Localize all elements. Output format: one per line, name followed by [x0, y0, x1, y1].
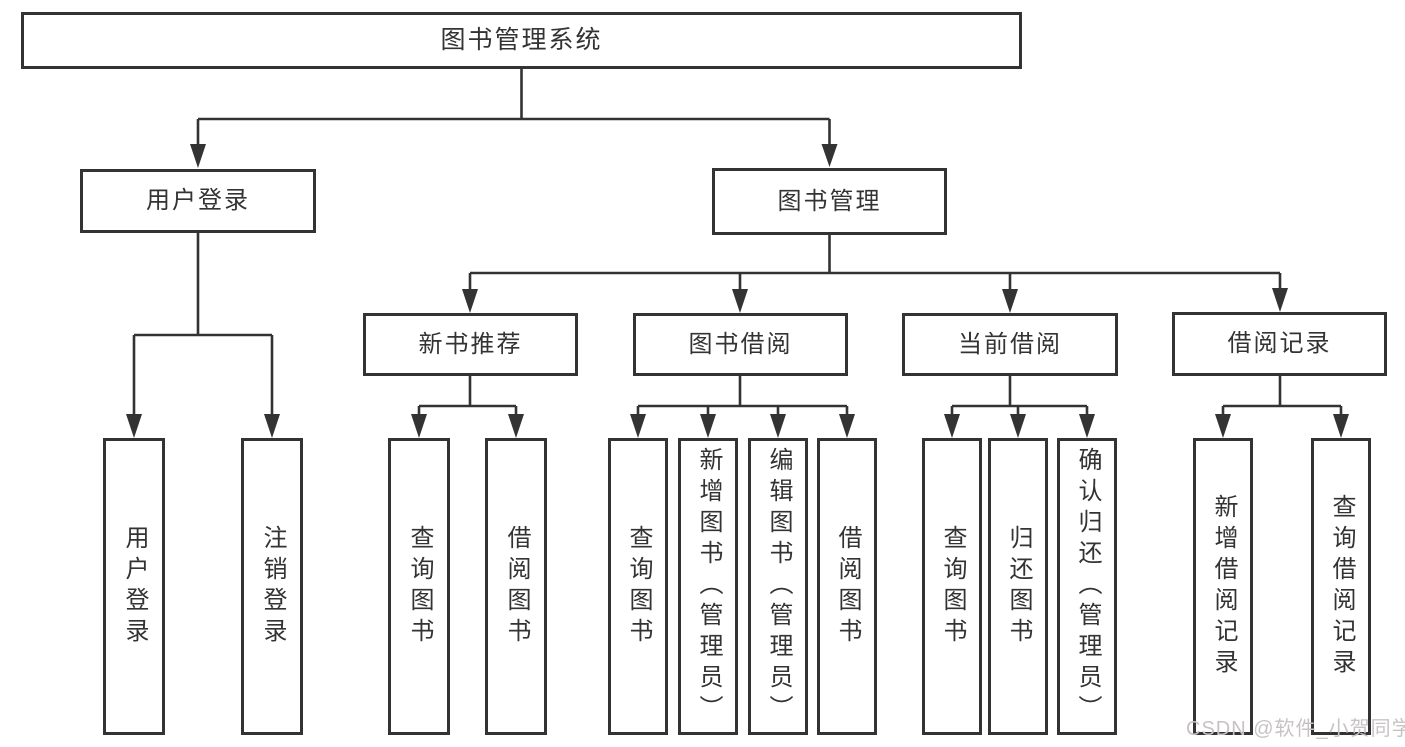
leaf-current-return-book-label: 归还图书: [1005, 524, 1032, 649]
leaf-current-query-book: 查询图书: [922, 438, 982, 735]
arrowhead: [1215, 414, 1231, 438]
node-user-login-label: 用户登录: [146, 187, 250, 214]
node-book-management: 图书管理: [712, 168, 947, 235]
leaf-current-confirm-return: 确认归还（管理员）: [1057, 438, 1117, 735]
csdn-watermark: CSDN @软件_小贺同学: [1186, 718, 1405, 740]
arrowhead: [1079, 414, 1095, 438]
leaf-record-add-label: 新增借阅记录: [1210, 493, 1237, 680]
leaf-user-login-label: 用户登录: [121, 524, 148, 649]
node-current-borrow: 当前借阅: [902, 313, 1118, 376]
leaf-current-return-book: 归还图书: [988, 438, 1048, 735]
leaf-newrec-borrow-book-label: 借阅图书: [503, 524, 530, 649]
node-current-borrow-label: 当前借阅: [958, 330, 1062, 358]
leaf-record-query-label: 查询借阅记录: [1328, 493, 1355, 680]
leaf-record-query: 查询借阅记录: [1311, 438, 1371, 735]
connector-book-borrow: [636, 376, 849, 417]
leaf-borrow-query-book: 查询图书: [608, 438, 668, 735]
node-borrow-records-label: 借阅记录: [1227, 330, 1332, 357]
leaf-current-confirm-return-label: 确认归还（管理员）: [1074, 447, 1101, 726]
node-book-borrow: 图书借阅: [633, 313, 848, 376]
arrowhead: [770, 414, 786, 438]
arrowhead: [190, 144, 206, 168]
arrowhead: [1002, 289, 1018, 313]
leaf-record-add: 新增借阅记录: [1193, 438, 1253, 735]
node-book-borrow-label: 图书借阅: [688, 330, 793, 358]
leaf-borrow-edit-book-label: 编辑图书（管理员）: [765, 447, 792, 726]
leaf-logout-label: 注销登录: [259, 524, 286, 649]
leaf-borrow-edit-book: 编辑图书（管理员）: [748, 438, 808, 735]
connector-new-book-rec: [417, 376, 518, 417]
leaf-user-login: 用户登录: [103, 438, 165, 735]
leaf-borrow-add-book-label: 新增图书（管理员）: [695, 447, 722, 726]
node-user-login: 用户登录: [80, 169, 316, 233]
arrowhead: [700, 414, 716, 438]
leaf-borrow-borrow-book-label: 借阅图书: [834, 524, 861, 649]
connector-user-login: [132, 233, 274, 417]
arrowhead: [462, 289, 478, 313]
arrowhead: [1010, 414, 1026, 438]
arrowhead: [821, 144, 838, 167]
node-root: 图书管理系统: [21, 12, 1022, 69]
leaf-newrec-query-book: 查询图书: [388, 438, 450, 735]
arrowhead: [944, 414, 960, 438]
arrowhead: [630, 414, 646, 438]
leaf-borrow-add-book: 新增图书（管理员）: [678, 438, 738, 735]
arrowhead: [839, 414, 855, 438]
leaf-newrec-borrow-book: 借阅图书: [485, 438, 547, 735]
leaf-borrow-query-book-label: 查询图书: [625, 524, 652, 649]
node-new-book-recommend: 新书推荐: [363, 313, 578, 376]
arrowhead: [126, 414, 142, 438]
leaf-current-query-book-label: 查询图书: [939, 524, 966, 649]
connector-book-mgmt: [468, 235, 1282, 292]
arrowhead: [508, 414, 524, 438]
node-borrow-records: 借阅记录: [1172, 312, 1387, 376]
node-new-book-recommend-label: 新书推荐: [418, 330, 523, 358]
connector-root: [196, 68, 831, 147]
node-book-management-label: 图书管理: [777, 187, 882, 215]
leaf-borrow-borrow-book: 借阅图书: [817, 438, 877, 735]
leaf-newrec-query-book-label: 查询图书: [406, 524, 433, 649]
connector-borrow-record: [1221, 376, 1343, 417]
arrowhead: [732, 289, 748, 313]
leaf-logout: 注销登录: [241, 438, 303, 735]
arrowhead: [1272, 288, 1288, 312]
arrowhead: [264, 414, 280, 438]
node-root-label: 图书管理系统: [440, 26, 603, 54]
connector-current-borrow: [950, 376, 1089, 417]
arrowhead: [1333, 414, 1349, 438]
arrowhead: [411, 414, 427, 438]
